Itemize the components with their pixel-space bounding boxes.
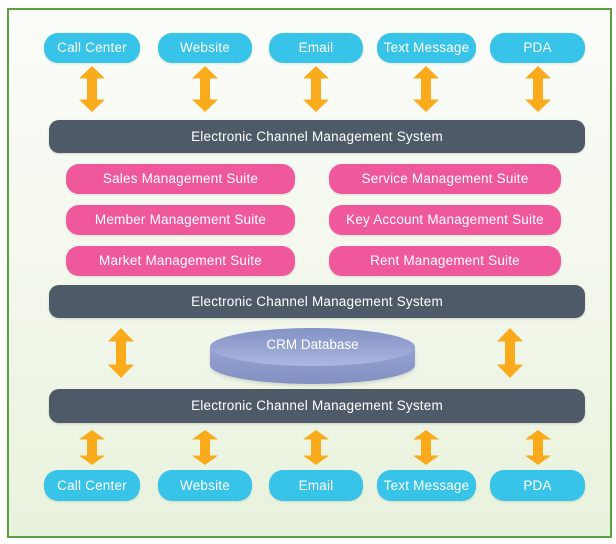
up-down-arrow-icon: [303, 430, 329, 465]
suite-box-rent-management: Rent Management Suite: [329, 246, 561, 276]
suite-box-sales-management: Sales Management Suite: [66, 164, 295, 194]
up-down-arrow-icon: [413, 66, 439, 112]
up-down-arrow-icon: [79, 430, 105, 465]
channel-box-website-top: Website: [158, 33, 252, 63]
up-down-arrow-icon: [497, 328, 523, 378]
up-down-arrow-icon: [79, 66, 105, 112]
channel-box-text-message-bottom: Text Message: [377, 470, 476, 501]
channel-box-pda-bottom: PDA: [490, 470, 585, 501]
channel-box-pda-top: PDA: [490, 33, 585, 63]
up-down-arrow-icon: [525, 66, 551, 112]
channel-box-website-bottom: Website: [158, 470, 252, 501]
up-down-arrow-icon: [192, 430, 218, 465]
channel-box-call-center-top: Call Center: [44, 33, 140, 63]
suite-box-market-management: Market Management Suite: [66, 246, 295, 276]
up-down-arrow-icon: [108, 328, 134, 378]
channel-box-call-center-bottom: Call Center: [44, 470, 140, 501]
suite-box-service-management: Service Management Suite: [329, 164, 561, 194]
up-down-arrow-icon: [303, 66, 329, 112]
up-down-arrow-icon: [192, 66, 218, 112]
up-down-arrow-icon: [525, 430, 551, 465]
channel-box-text-message-top: Text Message: [377, 33, 476, 63]
ecms-bar-top: Electronic Channel Management System: [49, 120, 585, 153]
ecms-bar-middle: Electronic Channel Management System: [49, 285, 585, 318]
suite-box-member-management: Member Management Suite: [66, 205, 295, 235]
channel-box-email-bottom: Email: [269, 470, 363, 501]
crm-database-label: CRM Database: [266, 337, 359, 352]
channel-box-email-top: Email: [269, 33, 363, 63]
crm-database-cylinder: CRM Database: [210, 328, 415, 384]
up-down-arrow-icon: [413, 430, 439, 465]
cylinder-top: [210, 328, 415, 366]
suite-box-key-account-management: Key Account Management Suite: [329, 205, 561, 235]
ecms-bar-bottom: Electronic Channel Management System: [49, 389, 585, 423]
